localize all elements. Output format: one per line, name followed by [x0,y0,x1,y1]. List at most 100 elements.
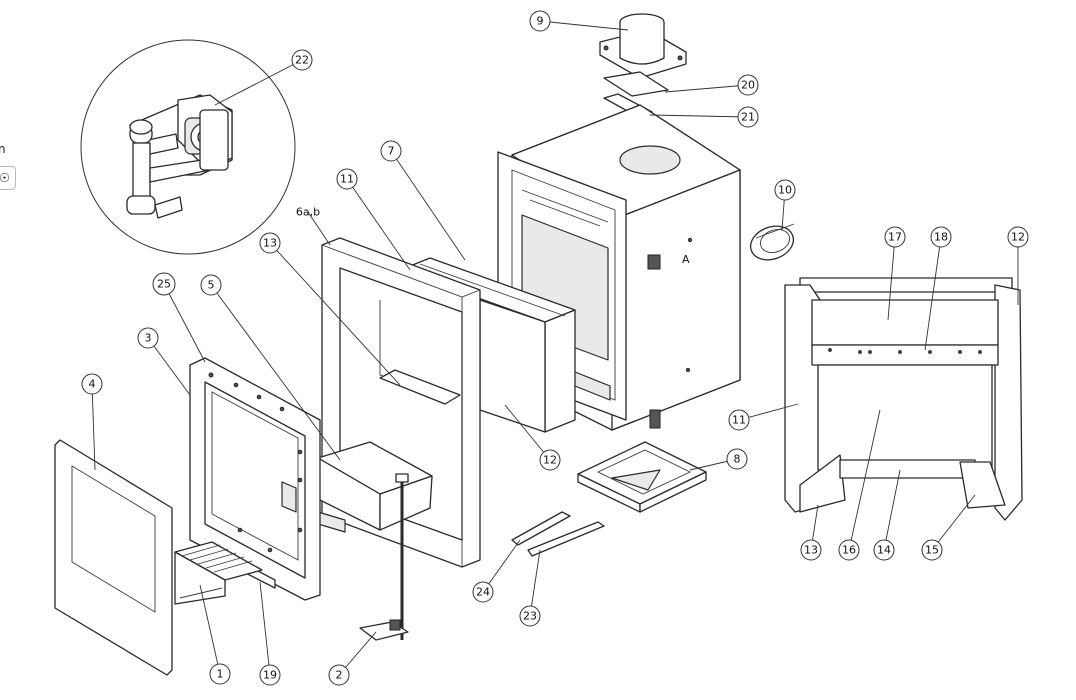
callout-label: 2 [336,669,343,682]
callout-circle [328,664,350,686]
leader-line-6ab [307,211,331,246]
callout-label: 7 [388,145,395,158]
callout-11: 11 [336,168,358,190]
callout-6ab: 6a,b [296,206,320,219]
callout-label: 15 [925,544,939,557]
callout-label: 11 [340,173,354,186]
leader-line-3 [147,337,191,396]
part-3-door [189,357,321,601]
callout-19: 19 [259,664,281,686]
callout-label: 20 [741,79,755,92]
callout-circle [930,226,952,248]
callout-circle [519,605,541,627]
part-20-gasket [603,71,669,97]
part-firebrick-set [784,277,1023,521]
callout-label: 11 [732,414,746,427]
callout-8: 8 [726,448,748,470]
callout-label: 1 [217,668,224,681]
leader-line-18 [924,236,942,351]
callout-12: 12 [1007,226,1029,248]
callout-17: 17 [884,226,906,248]
part-4-glass [54,439,173,676]
leader-line-21 [649,114,749,118]
part-1-grate [174,541,263,605]
leader-line-1 [199,584,221,675]
callout-label: 12 [543,454,557,467]
leader-line-15 [931,494,976,551]
callout-7: 7 [380,140,402,162]
callout-label: 4 [89,378,96,391]
callout-16: 16 [838,539,860,561]
callout-2: 2 [328,664,350,686]
callout-label: 14 [877,544,891,557]
callout-label: 10 [778,184,792,197]
callout-label: 16 [842,544,856,557]
callout-22: 22 [291,49,313,71]
callout-11: 11 [728,409,750,431]
leader-line-23 [529,549,541,617]
part-2-riddler [359,473,409,641]
callout-4: 4 [81,373,103,395]
part-9-flue-collar [599,13,687,79]
view-icon[interactable]: ☉ [0,166,16,190]
callout-15: 15 [921,539,943,561]
leader-line-19 [259,581,271,676]
callout-circle [884,226,906,248]
leader-line-16 [848,409,881,551]
callout-circle [1007,226,1029,248]
callout-circle [259,664,281,686]
callout-circle [200,274,222,296]
leader-line-11 [346,178,411,271]
callout-circle [838,539,860,561]
callout-circle [380,140,402,162]
callout-24: 24 [472,581,494,603]
callout-10: 10 [774,179,796,201]
callout-circle [336,168,358,190]
callout-circle [728,409,750,431]
callout-circle [737,106,759,128]
callout-label: 24 [476,586,490,599]
callout-3: 3 [137,327,159,349]
callout-circle [774,179,796,201]
callout-circle [726,448,748,470]
leader-line-9 [539,20,629,31]
callout-circle [137,327,159,349]
side-fragment-text: n [0,142,6,156]
callout-label: 18 [934,231,948,244]
part-8-base-plate [577,441,707,513]
leader-line-22 [214,59,303,106]
leader-line-5 [210,284,341,461]
detail-view-22 [80,39,296,255]
leader-line-25 [163,283,206,363]
callout-label: 5 [208,279,215,292]
leader-lines [91,20,1019,676]
callout-circle [800,539,822,561]
callout-14: 14 [873,539,895,561]
leader-line-7 [390,150,466,261]
callout-1: 1 [209,663,231,685]
callout-label: 12 [1011,231,1025,244]
callout-label: 17 [888,231,902,244]
part-23-lever [527,521,605,557]
callout-label: 3 [145,332,152,345]
callout-label: 23 [523,610,537,623]
callout-21: 21 [737,106,759,128]
leader-line-12 [504,404,551,461]
callout-label: 13 [263,237,277,250]
callout-5: 5 [200,274,222,296]
leader-line-4 [91,383,96,471]
callout-circle [539,449,561,471]
callout-label: 21 [741,111,755,124]
callout-circle [737,74,759,96]
callout-circle [472,581,494,603]
callout-13: 13 [800,539,822,561]
part-10-ring [749,223,795,261]
callout-circle [873,539,895,561]
callout-label: 8 [734,453,741,466]
callout-9: 9 [529,10,551,32]
callout-circle [209,663,231,685]
callout-circle [259,232,281,254]
callout-label: 13 [804,544,818,557]
leader-line-13 [269,242,401,386]
